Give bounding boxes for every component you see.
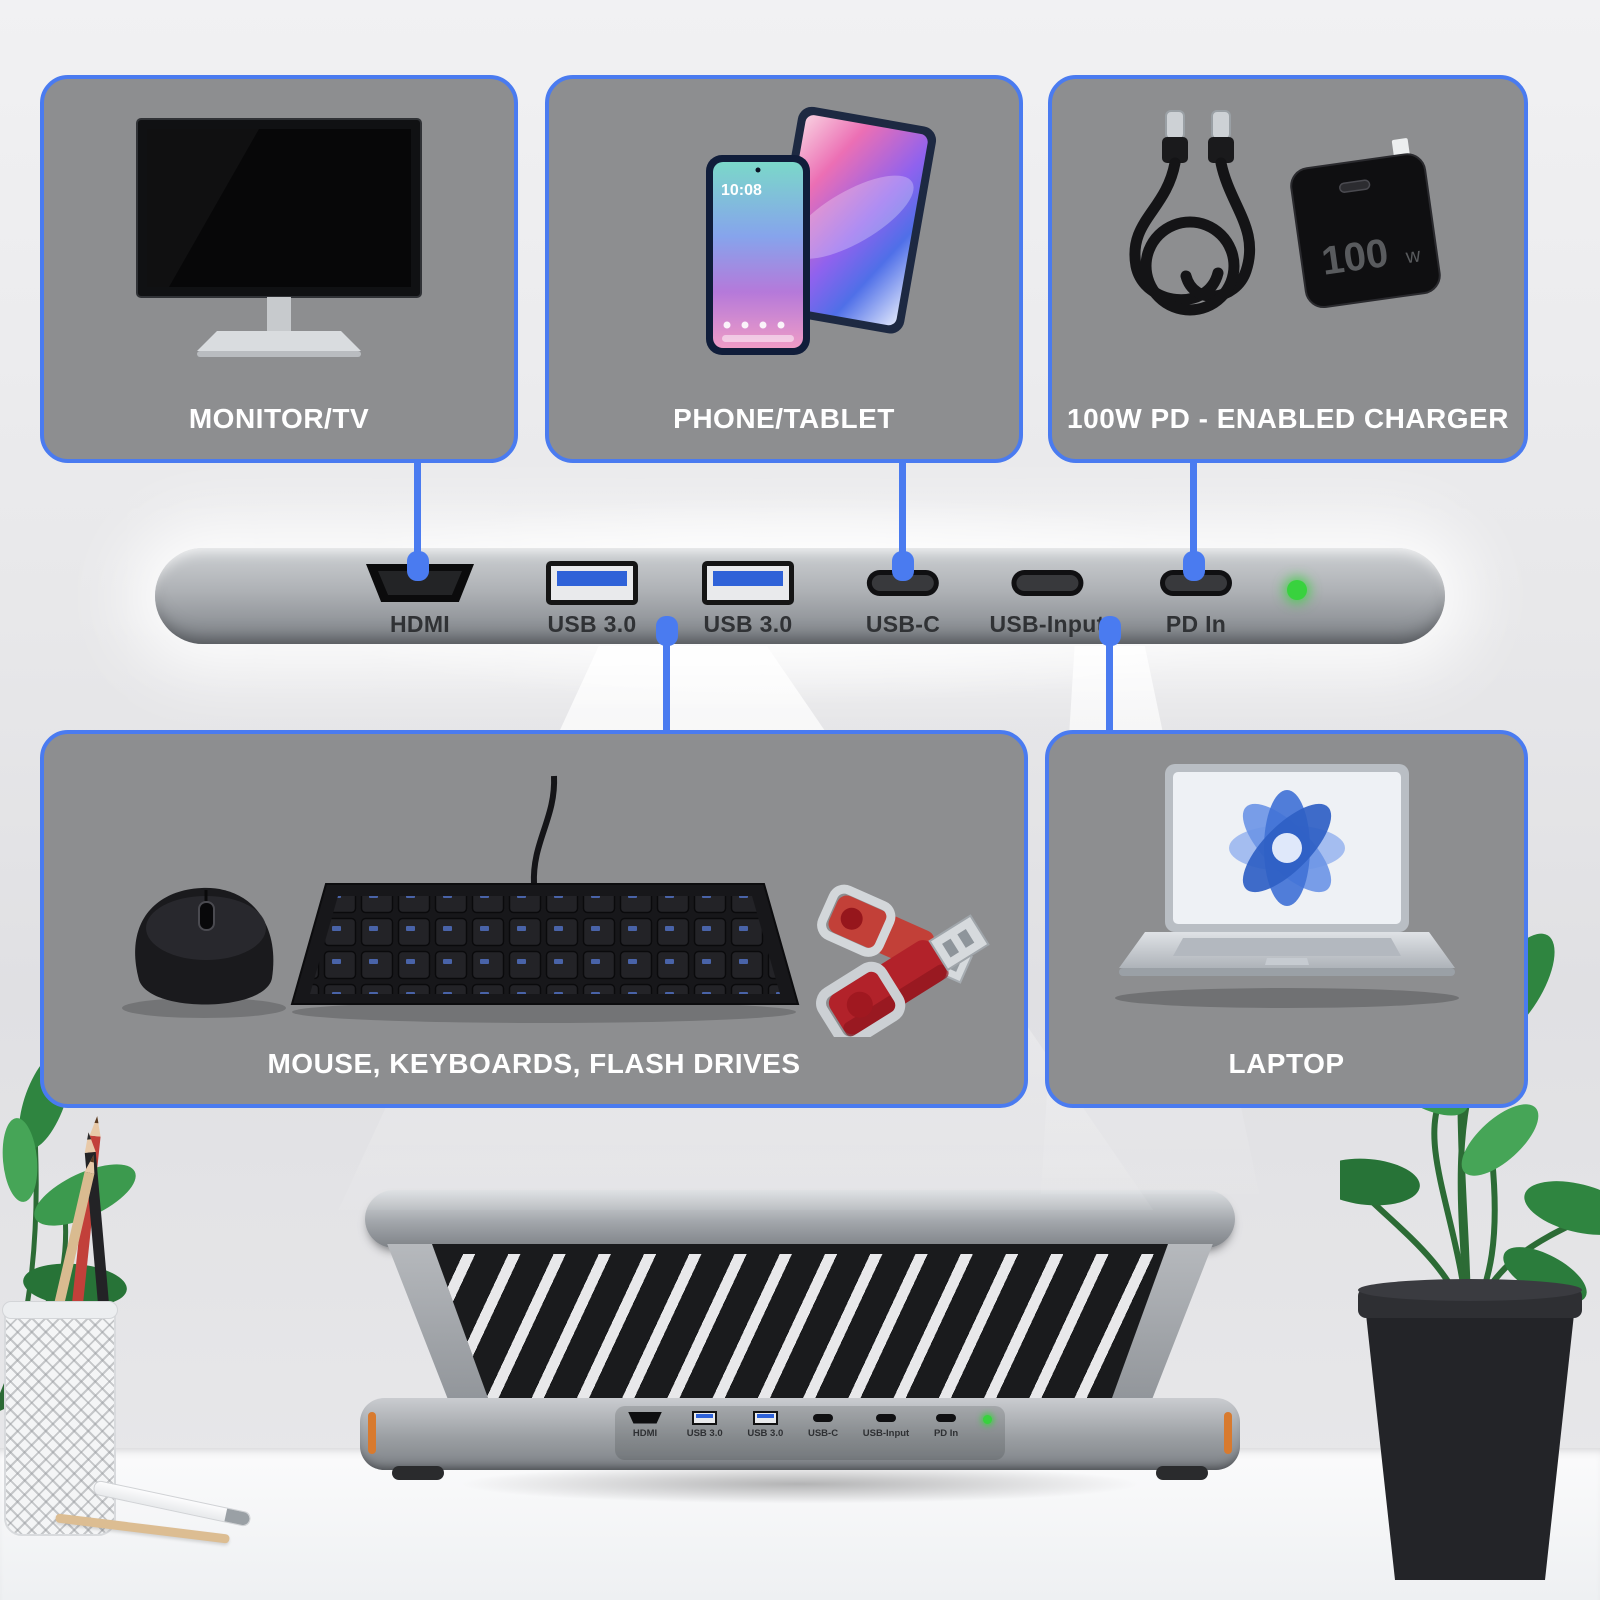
usb-c-cable-image: [1129, 110, 1256, 316]
usb-c-port: [1011, 570, 1083, 596]
usb-a-tongue: [557, 571, 627, 586]
mini-usb-c-port: [936, 1413, 957, 1422]
pencil-cup-rim: [2, 1301, 118, 1319]
usb3-port-label-1: USB 3.0: [547, 611, 637, 637]
usb-c-port-inner: [1016, 575, 1078, 591]
vent-slots: [432, 1254, 1168, 1410]
connector-line-charger: [1190, 457, 1197, 563]
charger-image: 100 w: [1129, 110, 1441, 316]
mini-usb1-group: USB 3.0: [687, 1410, 723, 1439]
stand-foot-right: [1156, 1466, 1208, 1480]
power-led: [1287, 580, 1307, 600]
phone-clock: 10:08: [721, 182, 762, 199]
connector-cap-monitor: [407, 551, 429, 581]
usb-a-port-inner: [551, 566, 633, 600]
keyboard-image: [290, 775, 800, 1023]
hdmi-port-label: HDMI: [390, 611, 450, 637]
monitor-image: [136, 118, 422, 357]
laptop-image: [1114, 764, 1459, 1008]
peripherals-card-label: MOUSE, KEYBOARDS, FLASH DRIVES: [267, 1048, 801, 1079]
mini-power-led: [982, 1414, 992, 1424]
stand-front-bar: HDMI USB 3.0 USB 3.0 USB-C USB-Input: [360, 1398, 1240, 1470]
mini-usb-a-port: [752, 1410, 778, 1425]
mini-pdin-group: PD In: [934, 1410, 958, 1439]
usb3-port-group-1: USB 3.0: [546, 561, 638, 638]
connector-line-phone: [899, 457, 906, 563]
product-photo: HDMI USB 3.0 USB 3.0 USB-C USB-Input: [315, 1160, 1285, 1512]
connector-cap-peripherals: [656, 616, 678, 646]
hdmi-port-group: HDMI: [366, 562, 474, 638]
peripherals-image: [122, 775, 990, 1037]
charger-wattage-value: 100: [1319, 231, 1391, 284]
mini-usb-a-port: [692, 1410, 718, 1425]
usb-c-port-inner: [1165, 575, 1227, 591]
connector-cap-phone: [892, 551, 914, 581]
phone-card-label: PHONE/TABLET: [673, 403, 895, 434]
mini-usbc-label: USB-C: [807, 1428, 839, 1439]
connector-line-laptop: [1106, 640, 1113, 734]
card-phone-tablet: 10:08 PHONE/TABLET: [545, 75, 1023, 463]
mini-usbinput-group: USB-Input: [863, 1410, 909, 1439]
pd-in-port-label: PD In: [1165, 611, 1227, 637]
connector-cap-laptop: [1099, 616, 1121, 646]
right-plant-pot: [1358, 1279, 1582, 1580]
usb-a-port: [702, 561, 794, 605]
mini-usb1-label: USB 3.0: [686, 1428, 723, 1439]
usb-a-port-inner: [707, 566, 789, 600]
usb-c-port-inner: [872, 575, 934, 591]
laptop-card-label: LAPTOP: [1228, 1048, 1345, 1079]
connector-line-peripherals: [663, 640, 670, 734]
phone-tablet-image: 10:08: [706, 106, 937, 355]
pencil-cup: [2, 1301, 118, 1536]
orange-accent-left: [368, 1412, 376, 1454]
mini-hdmi-group: HDMI: [628, 1410, 662, 1439]
mini-port-row: HDMI USB 3.0 USB 3.0 USB-C USB-Input: [628, 1410, 992, 1439]
usb-a-tongue: [713, 571, 783, 586]
usbc-port-label: USB-C: [865, 611, 941, 637]
card-monitor-tv: MONITOR/TV: [40, 75, 518, 463]
usb-input-port-label: USB-Input: [989, 611, 1105, 637]
phone-image: 10:08: [706, 155, 810, 355]
mini-pdin-label: PD In: [933, 1428, 959, 1439]
usb-input-port-group: USB-Input: [989, 562, 1104, 638]
mini-hdmi-port: [628, 1411, 662, 1424]
orange-accent-right: [1224, 1412, 1232, 1454]
bloom-wallpaper: [1228, 790, 1345, 906]
mini-usb2-label: USB 3.0: [747, 1428, 784, 1439]
mini-usb-c-port: [876, 1413, 896, 1422]
mini-usbc-group: USB-C: [808, 1410, 838, 1439]
usb-a-port: [546, 561, 638, 605]
mini-led-group: [982, 1410, 992, 1425]
charger-wattage-unit: w: [1404, 244, 1423, 268]
hdmi-port: [366, 564, 474, 602]
monitor-card-label: MONITOR/TV: [188, 403, 370, 434]
connector-cap-charger: [1183, 551, 1205, 581]
mini-hdmi-label: HDMI: [632, 1428, 658, 1439]
pd-in-port-group: PD In: [1160, 562, 1232, 638]
mouse-image: [122, 887, 286, 1018]
card-charger: 100 w 100W PD - ENABLED CHARGER: [1048, 75, 1528, 463]
mini-usb-c-port: [813, 1413, 834, 1422]
card-peripherals: MOUSE, KEYBOARDS, FLASH DRIVES: [40, 730, 1028, 1108]
usb3-port-group-2: USB 3.0: [702, 561, 794, 638]
flash-drives-image: [816, 884, 990, 1037]
usb3-port-label-2: USB 3.0: [703, 611, 793, 637]
mini-usb2-group: USB 3.0: [747, 1410, 783, 1439]
card-laptop: LAPTOP: [1045, 730, 1528, 1108]
stand-foot-left: [392, 1466, 444, 1480]
stand-underside: [432, 1244, 1168, 1420]
charger-card-label: 100W PD - ENABLED CHARGER: [1067, 403, 1509, 434]
desk-surface: [0, 1448, 1600, 1600]
mini-usbinput-label: USB-Input: [862, 1428, 910, 1439]
charger-brick-image: 100 w: [1290, 138, 1441, 309]
connector-line-monitor: [414, 457, 421, 563]
docking-station-bar: HDMI USB 3.0 USB 3.0 USB-C USB-Input PD …: [155, 548, 1445, 644]
